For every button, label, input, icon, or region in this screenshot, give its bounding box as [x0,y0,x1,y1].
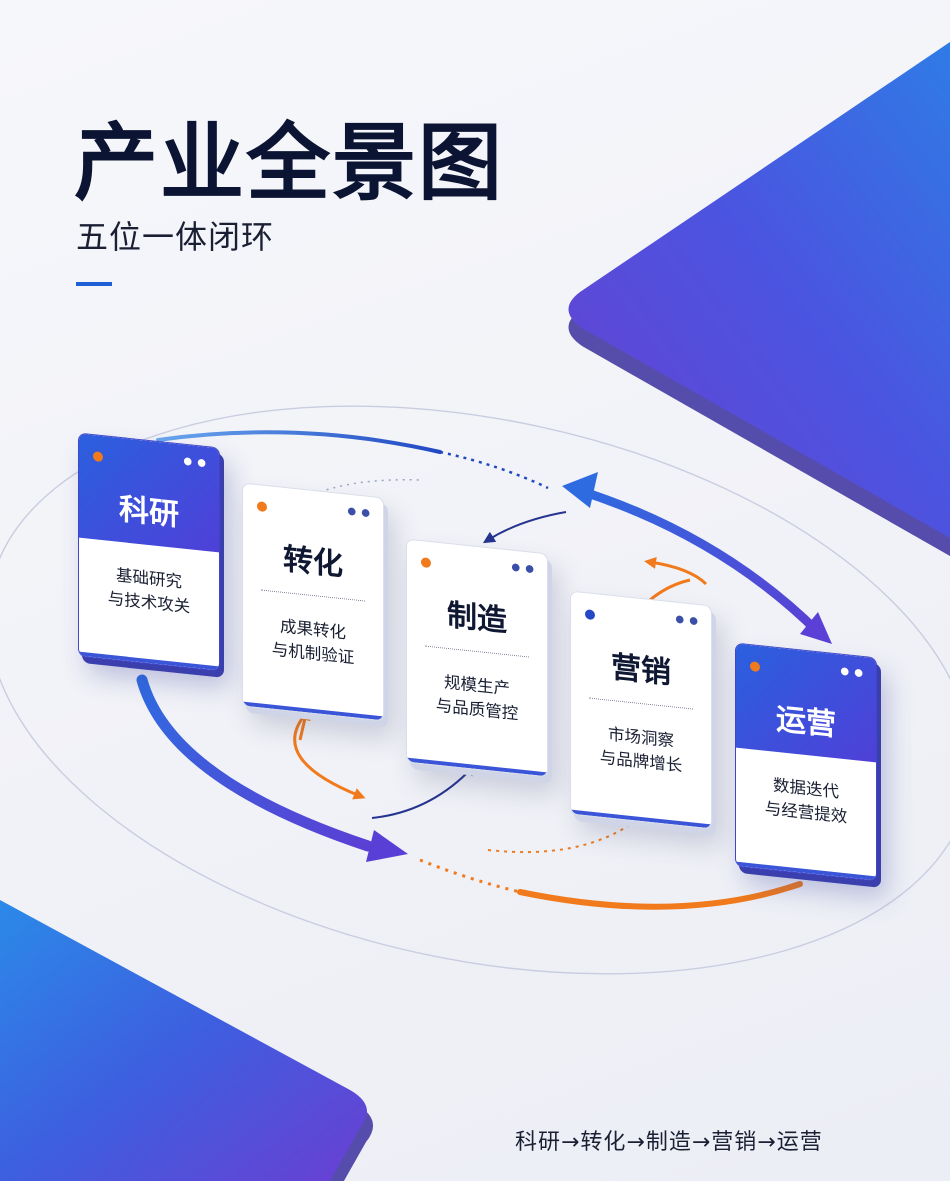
top-arc [156,430,442,454]
stage-card-zhuanhua: ● ● 转化 成果转化 与机制验证 [242,482,384,722]
stage-card-zhizao: ● ● 制造 规模生产 与品质管控 [406,538,548,778]
card-header: ● ● 运营 [736,643,876,763]
stage-card-yingxiao: ● ● 营销 市场洞察 与品牌增长 [570,590,712,830]
card-header: ● ● 营销 [571,591,711,711]
bottom-orange-arc-dotted [419,858,521,894]
status-dot [421,557,431,569]
stage-description: 基础研究 与技术攻关 [79,538,219,623]
orange-dotted-arrow [487,819,638,854]
stage-title: 转化 [283,541,343,584]
stage-description: 数据迭代 与经营提效 [736,748,876,833]
status-dot [585,609,595,621]
status-dot [750,661,760,673]
more-icon: ● ● [675,613,699,628]
orange-arrow-top-tail [649,578,691,602]
card-header: ● ● 科研 [79,433,219,553]
stage-title: 科研 [119,491,179,534]
page-title: 产业全景图 [74,114,505,212]
more-icon: ● ● [511,561,535,576]
orange-loop-arrow [293,715,366,800]
stage-title: 运营 [776,701,836,744]
more-icon: ● ● [183,455,207,470]
stage-card-keyan: ● ● 科研 基础研究 与技术攻关 [78,432,220,672]
navy-arrow-lower [371,763,477,819]
stage-title: 营销 [611,649,671,692]
more-icon: ● ● [347,505,371,520]
decorative-plate-bottom-left-face [0,900,368,1181]
bottom-orange-arc [517,881,803,910]
card-header: ● ● 制造 [407,539,547,659]
faint-dotted-arc [319,479,421,493]
stage-description: 成果转化 与机制验证 [243,589,383,674]
stage-description: 规模生产 与品质管控 [407,645,547,730]
lower-left-arrow [136,674,374,852]
right-arc-arrow [573,485,823,637]
feedback-arrow [482,511,567,544]
flow-caption: 科研→转化→制造→营销→运营 [515,1130,823,1155]
title-underline [76,282,112,286]
top-arc-dotted [439,450,549,490]
more-icon: ● ● [840,665,864,680]
decorative-plate-top-right-face [568,42,950,538]
orange-arrow-top [644,556,708,586]
stage-description: 市场洞察 与品牌增长 [571,697,711,782]
right-arc-arrowhead-top [562,472,598,508]
status-dot [257,501,267,513]
orbit-ellipse [0,405,950,975]
orange-loop-arrow-head2 [298,708,311,741]
stage-card-yunying: ● ● 运营 数据迭代 与经营提效 [735,642,877,882]
stage-title: 制造 [447,597,507,640]
status-dot [93,451,103,463]
lower-left-arrowhead [366,830,408,862]
card-header: ● ● 转化 [243,483,383,603]
page-subtitle: 五位一体闭环 [76,218,275,256]
right-arc-arrowhead-bottom [800,612,832,644]
